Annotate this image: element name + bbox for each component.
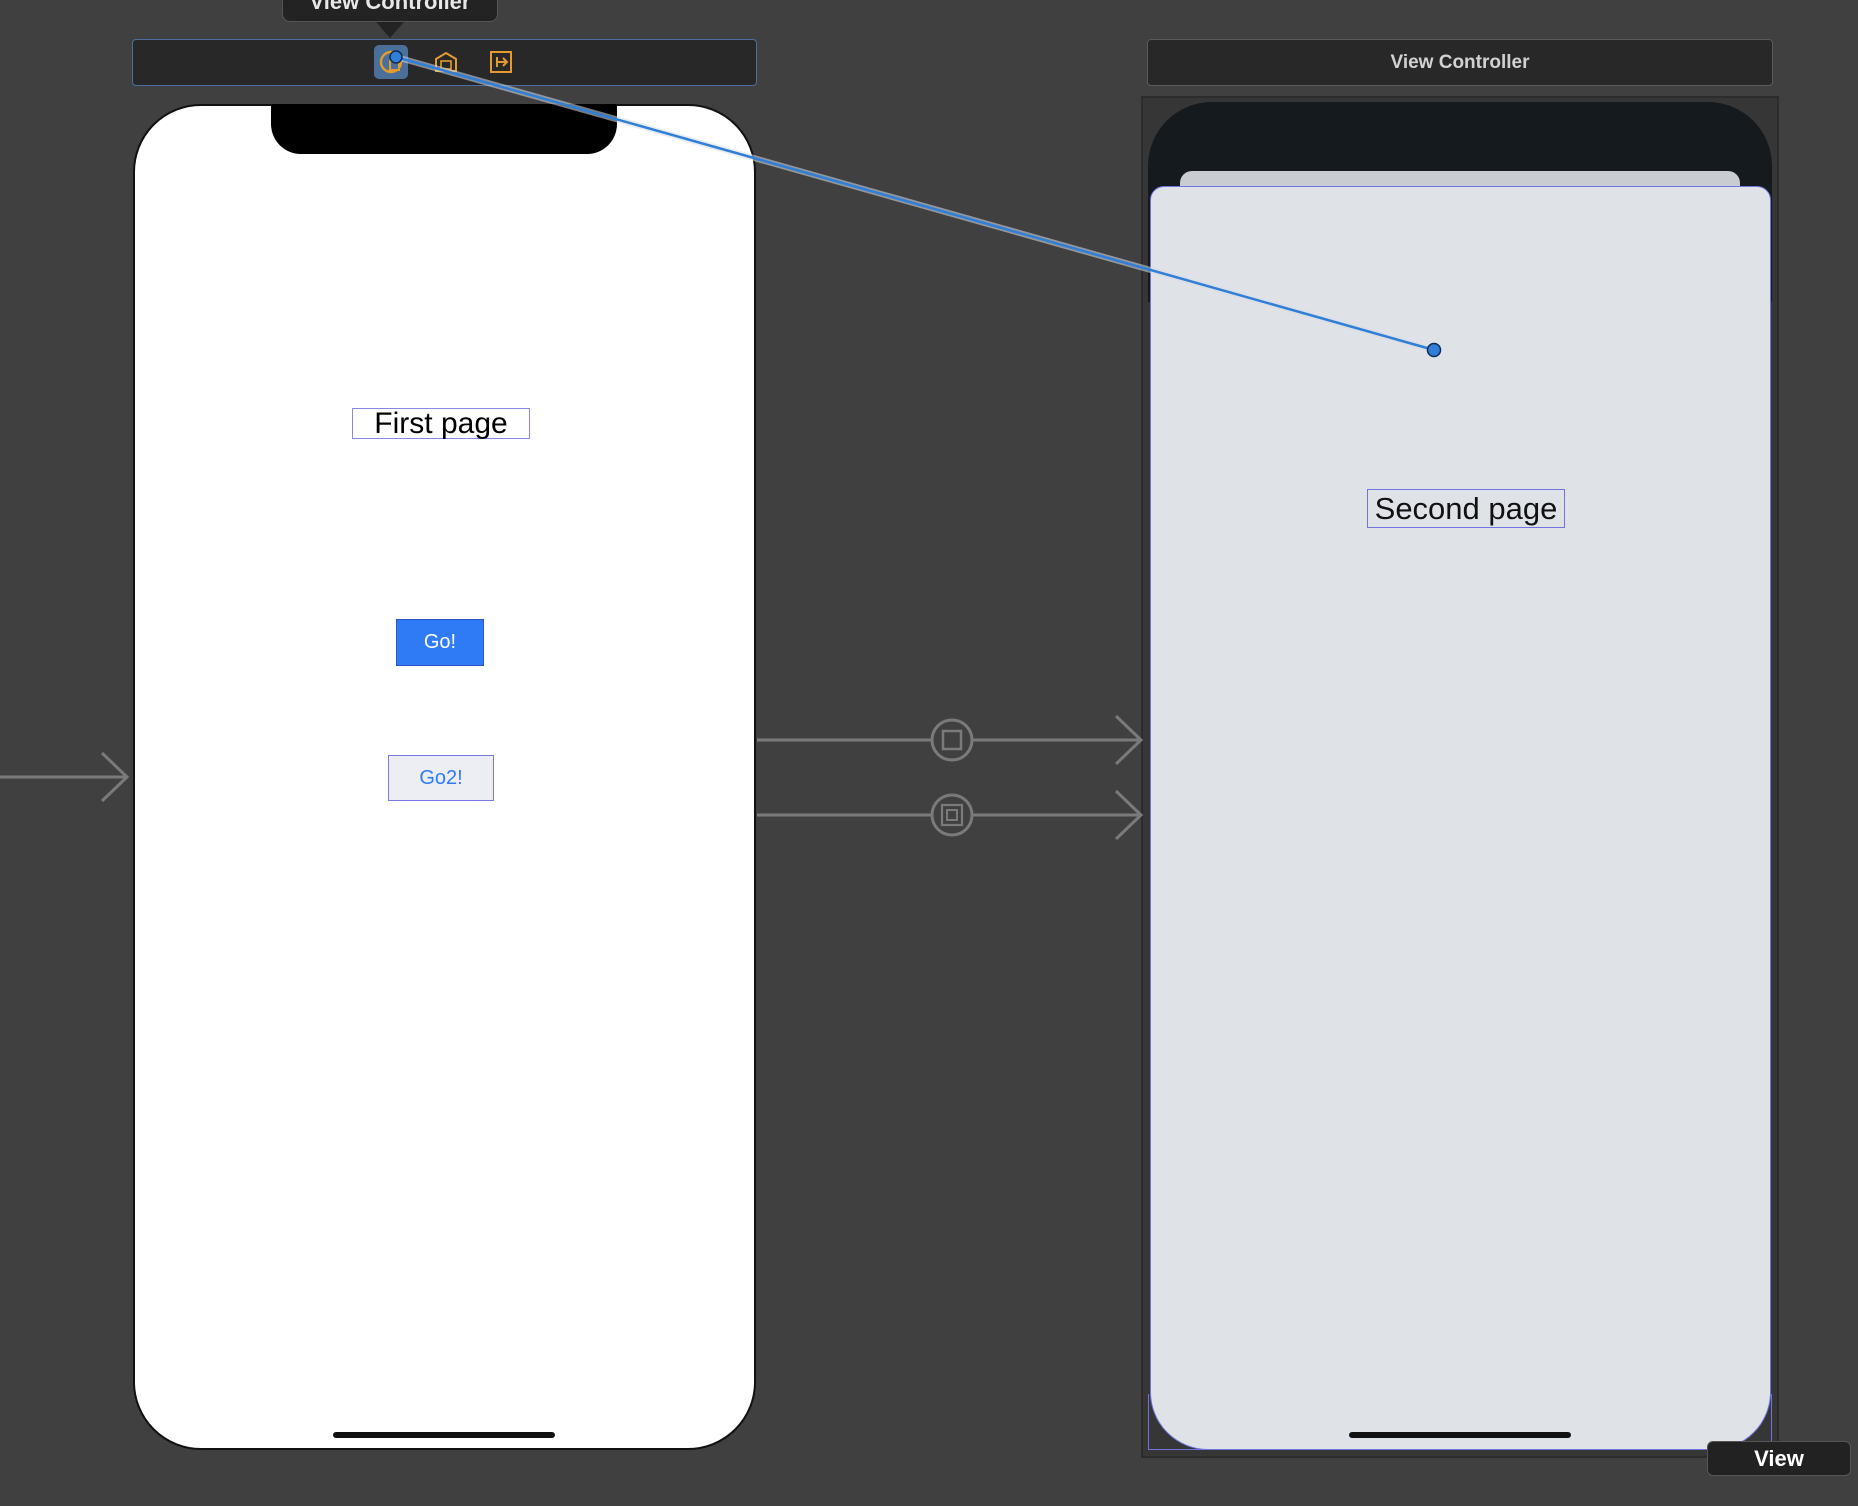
- go-button[interactable]: Go!: [396, 619, 484, 666]
- exit-icon[interactable]: [486, 47, 516, 77]
- tooltip: View Controller: [282, 0, 498, 22]
- view-controller-icon[interactable]: [374, 45, 408, 79]
- view-selection-outline: [1148, 1394, 1772, 1450]
- first-responder-icon[interactable]: [431, 47, 461, 77]
- second-page-label[interactable]: Second page: [1367, 489, 1565, 528]
- view-selection-badge: View: [1707, 1441, 1851, 1476]
- tooltip-tail: [376, 22, 404, 38]
- first-page-label[interactable]: First page: [352, 407, 530, 440]
- show-segue[interactable]: [757, 714, 1144, 766]
- entry-point-arrow[interactable]: [0, 751, 130, 803]
- show-segue-icon[interactable]: [930, 718, 974, 762]
- second-view-canvas[interactable]: [1150, 186, 1771, 1450]
- go2-button[interactable]: Go2!: [388, 755, 494, 801]
- scene-title-right[interactable]: View Controller: [1147, 39, 1773, 86]
- home-indicator: [333, 1432, 555, 1438]
- present-modally-segue-icon[interactable]: [930, 793, 974, 837]
- home-indicator: [1349, 1432, 1571, 1438]
- present-modally-segue[interactable]: [757, 789, 1144, 841]
- device-notch: [271, 104, 617, 154]
